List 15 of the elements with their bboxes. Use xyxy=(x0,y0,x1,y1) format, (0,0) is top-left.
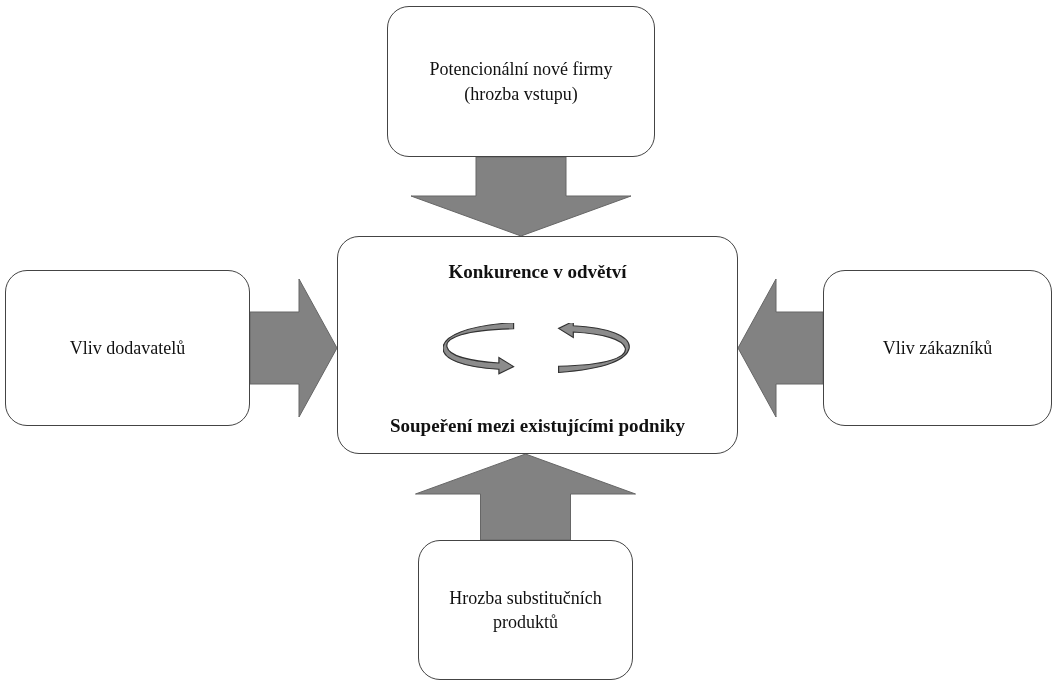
box-text: Soupeření mezi existujícími podniky xyxy=(389,414,685,439)
block-arrow xyxy=(415,453,636,541)
block-arrow xyxy=(249,278,338,418)
new-entrants-box xyxy=(387,6,655,157)
box-text: Vliv zákazníků xyxy=(882,336,993,360)
block-arrow xyxy=(410,156,632,237)
box-text: Potencionální nové firmy (hrozba vstupu) xyxy=(428,58,614,106)
substitutes-box xyxy=(418,540,633,680)
industry-rivalry-box xyxy=(337,236,738,454)
customers-box xyxy=(823,270,1052,426)
box-text: Vliv dodavatelů xyxy=(69,336,186,360)
block-arrow xyxy=(737,278,824,418)
box-text: Hrozba substitučních produktů xyxy=(448,586,603,634)
box-heading: Konkurence v odvětví xyxy=(448,260,627,284)
suppliers-box xyxy=(5,270,250,426)
